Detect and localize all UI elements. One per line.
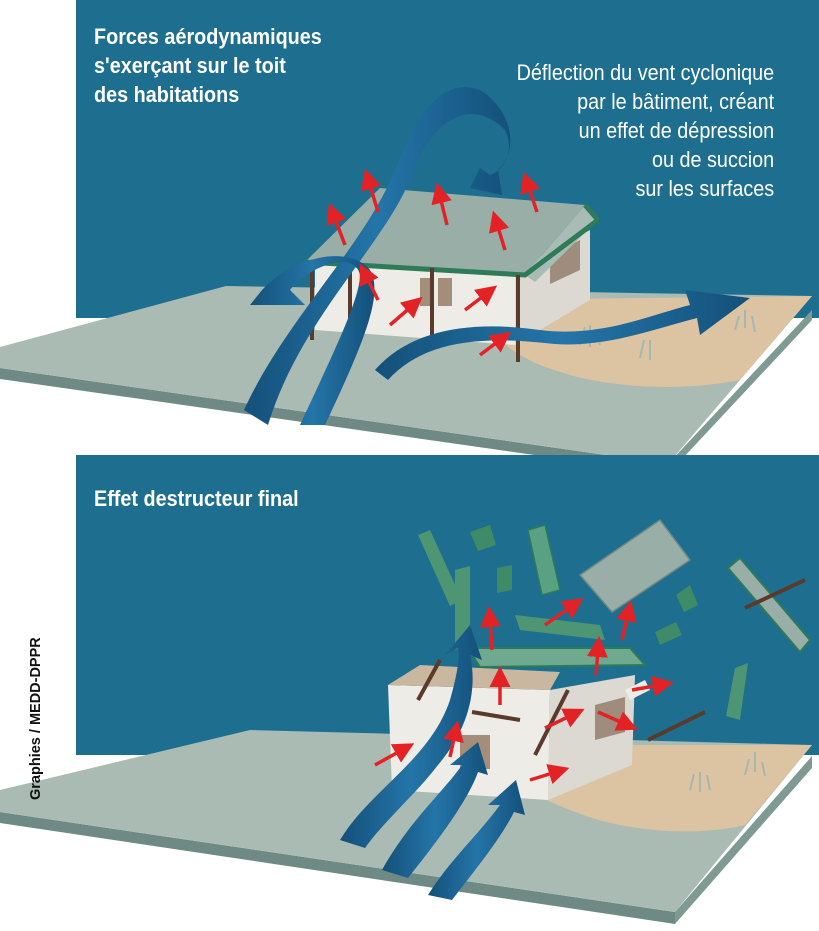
- debris-icon: [418, 530, 462, 606]
- debris-sticks: [416, 578, 806, 756]
- pressure-arrow-icon: [597, 710, 638, 731]
- debris-icon: [578, 518, 692, 613]
- pressure-arrow-icon: [374, 743, 415, 767]
- debris-icon: [470, 525, 496, 551]
- top-force-arrows: [326, 168, 541, 357]
- debris-icon: [455, 566, 470, 650]
- debris-icon: [497, 565, 512, 593]
- pressure-arrow-icon: [388, 296, 423, 327]
- credit-text: Graphies / MEDD-DPPR: [28, 637, 44, 800]
- pressure-arrow-icon: [326, 202, 347, 246]
- debris-icon: [655, 622, 682, 645]
- debris-icon: [466, 647, 648, 669]
- pressure-arrow-icon: [489, 210, 510, 251]
- top-wind-arrows: [244, 87, 750, 425]
- debris-icon: [527, 524, 561, 596]
- pressure-arrow-icon: [631, 675, 674, 697]
- note-line: ou de succion: [651, 147, 774, 172]
- top-panel-title: Forces aérodynamiques s'exerçant sur le …: [94, 22, 322, 109]
- pressure-arrow-icon: [616, 600, 637, 641]
- wind-arrow-icon: [244, 87, 511, 425]
- note-line: Déflection du vent cyclonique: [516, 60, 774, 85]
- bottom-panel-title: Effet destructeur final: [94, 484, 299, 513]
- top-panel: [0, 0, 819, 474]
- bottom-title-text: Effet destructeur final: [94, 486, 299, 511]
- pressure-arrow-icon: [586, 636, 608, 676]
- pressure-arrow-icon: [544, 708, 585, 730]
- pressure-arrow-icon: [520, 171, 541, 213]
- debris-icon: [676, 585, 698, 612]
- top-ground-side-right: [668, 310, 812, 474]
- bottom-ground-side: [0, 812, 675, 924]
- pressure-arrow-icon: [529, 764, 570, 785]
- top-title-line: s'exerçant sur le toit: [94, 53, 286, 78]
- pressure-arrow-icon: [543, 597, 584, 627]
- wind-arrow-icon: [382, 742, 488, 878]
- note-line: par le bâtiment, créant: [576, 89, 774, 114]
- top-panel-note: Déflection du vent cyclonique par le bât…: [516, 58, 774, 203]
- pressure-arrow-icon: [479, 606, 501, 651]
- house-side-vent: [550, 240, 580, 284]
- pressure-arrow-icon: [443, 720, 464, 758]
- debris-icon: [515, 615, 605, 640]
- pressure-arrow-icon: [478, 331, 512, 357]
- bottom-ground-side-right: [675, 756, 812, 924]
- pressure-arrow-icon: [431, 182, 452, 226]
- pressure-arrow-icon: [360, 168, 382, 213]
- bottom-panel: [0, 455, 819, 924]
- bottom-force-arrows: [374, 597, 674, 785]
- bottom-grass: [689, 752, 766, 792]
- debris-icon: [726, 663, 748, 720]
- top-ground-side: [0, 368, 668, 474]
- house-inner-wall: [388, 665, 560, 690]
- pressure-arrow-icon: [463, 285, 498, 312]
- note-line: un effet de dépression: [578, 118, 774, 143]
- top-title-line: des habitations: [94, 82, 240, 107]
- house-shutter-right: [438, 278, 452, 306]
- debris-icon: [726, 556, 812, 654]
- top-title-line: Forces aérodynamiques: [94, 24, 322, 49]
- wind-arrow-icon: [250, 256, 375, 425]
- pressure-arrow-icon: [359, 263, 380, 301]
- wind-arrow-icon: [375, 290, 750, 380]
- wind-arrow-icon: [428, 780, 525, 900]
- house-ridge-edge: [583, 203, 600, 222]
- note-line: sur les surfaces: [635, 176, 774, 201]
